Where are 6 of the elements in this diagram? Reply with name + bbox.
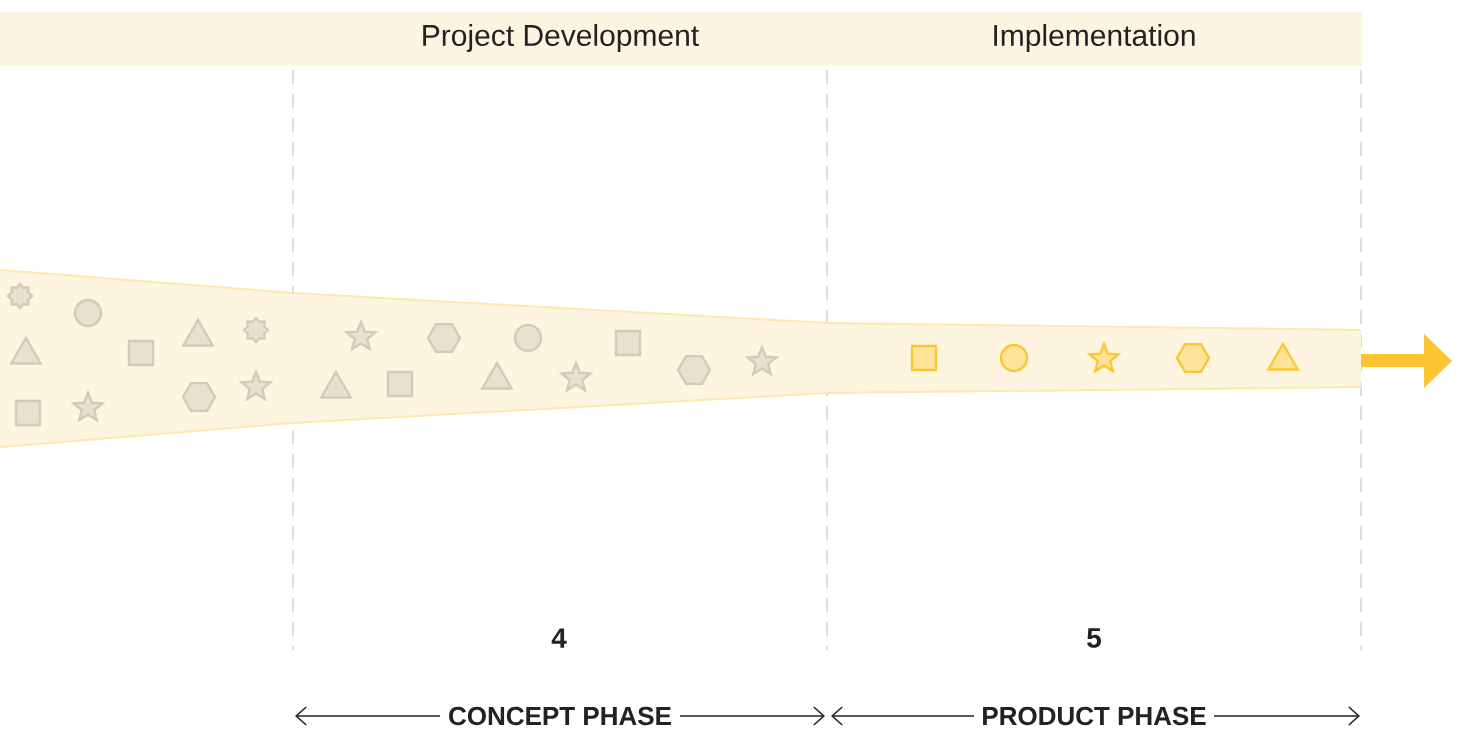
- header-label: Project Development: [423, 24, 699, 52]
- header-label: Implementation: [994, 24, 1195, 52]
- phase-label: CONCEPT PHASE: [449, 706, 671, 726]
- phase-label: PRODUCT PHASE: [983, 706, 1206, 726]
- step-number: 5: [1087, 628, 1102, 648]
- step-number: 4: [551, 628, 567, 648]
